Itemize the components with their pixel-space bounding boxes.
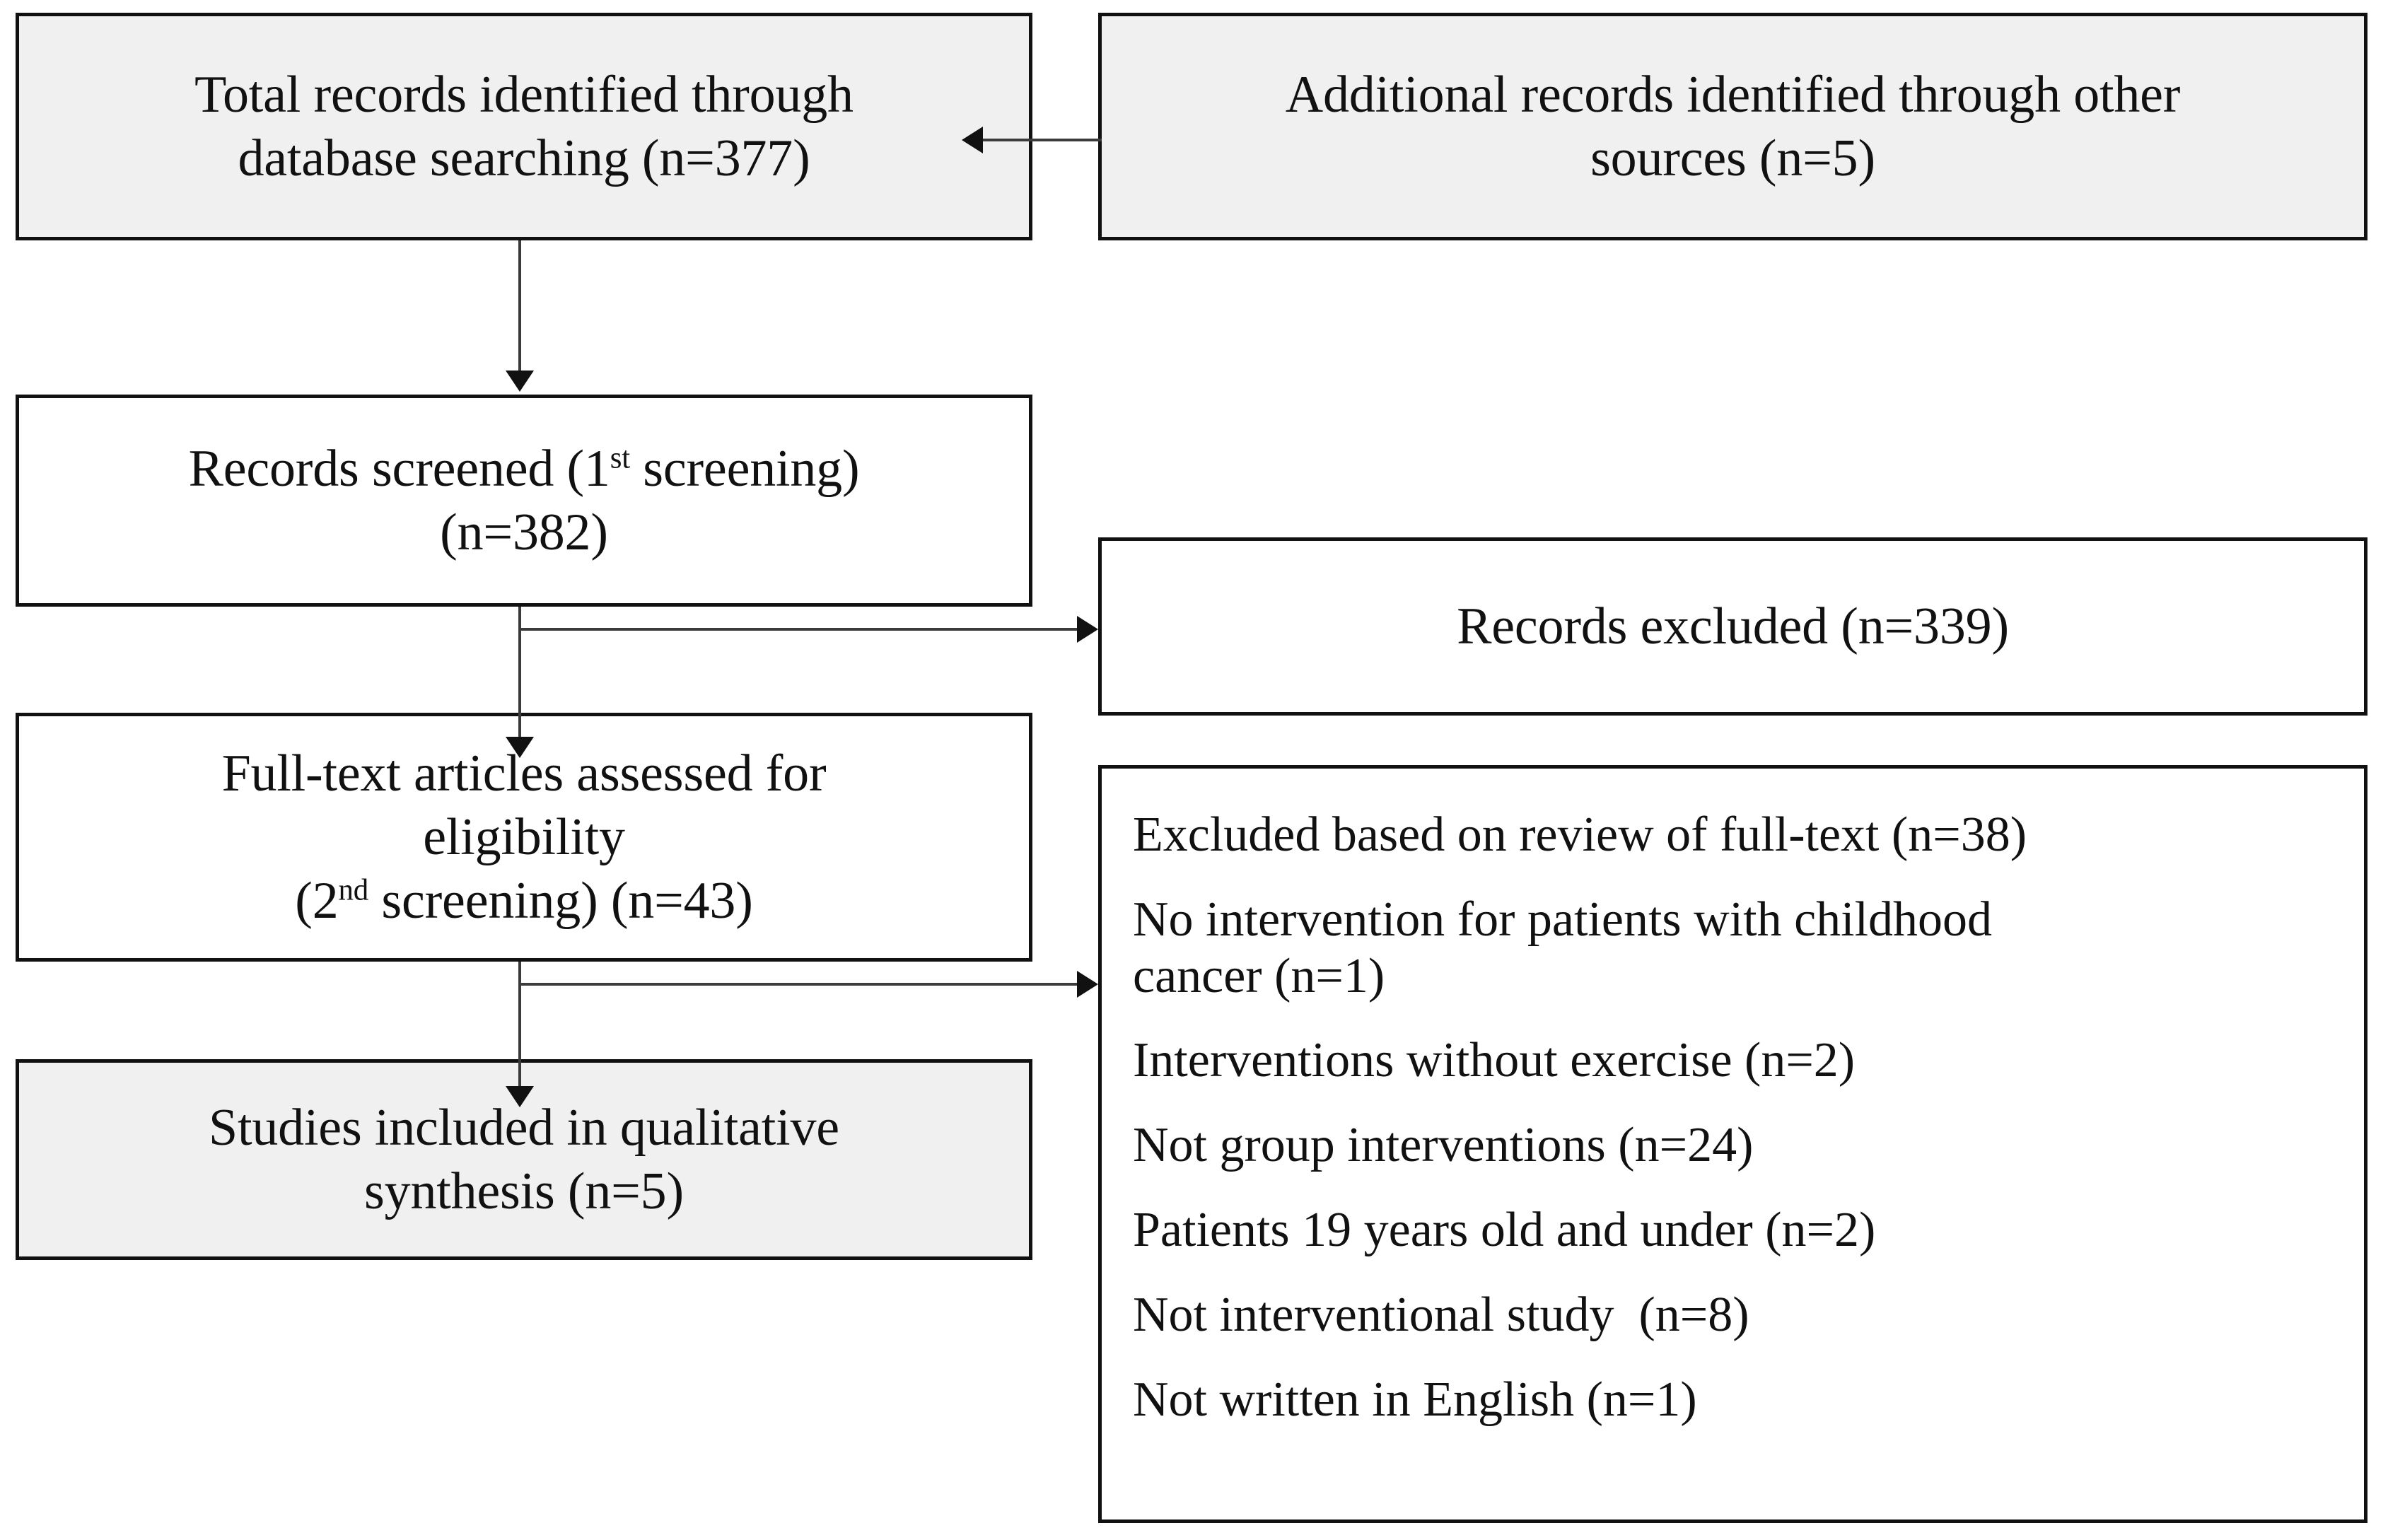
list-item: Not interventional study (n=8) — [1133, 1287, 1749, 1342]
box-records-screened-text: Records screened (1st screening) (n=382) — [169, 437, 880, 565]
box-records-identified-database-text: Total records identified through databas… — [175, 63, 873, 191]
arrow-down-icon — [506, 737, 534, 758]
connector-identified-to-screened-line — [518, 240, 521, 373]
box-records-identified-database: Total records identified through databas… — [16, 13, 1032, 240]
fulltext-line3-pre: (2 — [295, 872, 339, 931]
exclusion-reason-list: Excluded based on review of full-text (n… — [1102, 769, 2364, 1428]
list-item: Not group interventions (n=24) — [1133, 1118, 1754, 1173]
box-records-screened: Records screened (1st screening) (n=382) — [16, 395, 1032, 607]
fulltext-line3-post: screening) (n=43) — [368, 872, 753, 931]
connector-fulltext-to-reasons-line — [520, 983, 1078, 986]
box-exclusion-reasons: Excluded based on review of full-text (n… — [1098, 765, 2367, 1523]
identified-line1: Total records identified through — [194, 65, 854, 124]
connector-screened-to-excluded-line — [520, 628, 1078, 631]
screened-ordinal-suffix: st — [610, 441, 630, 475]
included-line2: synthesis (n=5) — [364, 1162, 684, 1220]
list-item: No intervention for patients with childh… — [1133, 892, 1993, 1003]
list-item: Excluded based on review of full-text (n… — [1133, 807, 2027, 862]
list-item: Not written in English (n=1) — [1133, 1372, 1697, 1427]
arrow-right-icon — [1077, 616, 1098, 643]
arrow-left-icon — [962, 127, 983, 153]
arrow-right-icon — [1077, 971, 1098, 998]
additional-line2: sources (n=5) — [1590, 129, 1875, 187]
list-item: Interventions without exercise (n=2) — [1133, 1033, 1856, 1088]
fulltext-ordinal-suffix: nd — [338, 873, 369, 907]
box-records-excluded: Records excluded (n=339) — [1098, 537, 2367, 716]
connector-screened-to-fulltext-line — [518, 607, 521, 740]
connector-fulltext-to-included-line — [518, 962, 521, 1089]
box-studies-included-text: Studies included in qualitative synthesi… — [189, 1096, 859, 1224]
connector-additional-to-identified-line — [983, 139, 1102, 141]
additional-line1: Additional records identified through ot… — [1285, 65, 2181, 124]
arrow-down-icon — [506, 1086, 534, 1107]
box-additional-records-text: Additional records identified through ot… — [1266, 63, 2201, 191]
screened-line2: (n=382) — [440, 503, 608, 561]
screened-line1-post: screening) — [629, 439, 860, 498]
screened-line1-pre: Records screened (1 — [188, 439, 610, 498]
box-additional-records-other-sources: Additional records identified through ot… — [1098, 13, 2367, 240]
list-item: Patients 19 years old and under (n=2) — [1133, 1202, 1876, 1257]
included-line1: Studies included in qualitative — [209, 1098, 839, 1157]
box-fulltext-text: Full-text articles assessed for eligibil… — [202, 742, 846, 933]
identified-line2: database searching (n=377) — [238, 129, 810, 187]
arrow-down-icon — [506, 371, 534, 392]
box-records-excluded-text: Records excluded (n=339) — [1457, 597, 2009, 655]
fulltext-line2: eligibility — [423, 807, 625, 866]
